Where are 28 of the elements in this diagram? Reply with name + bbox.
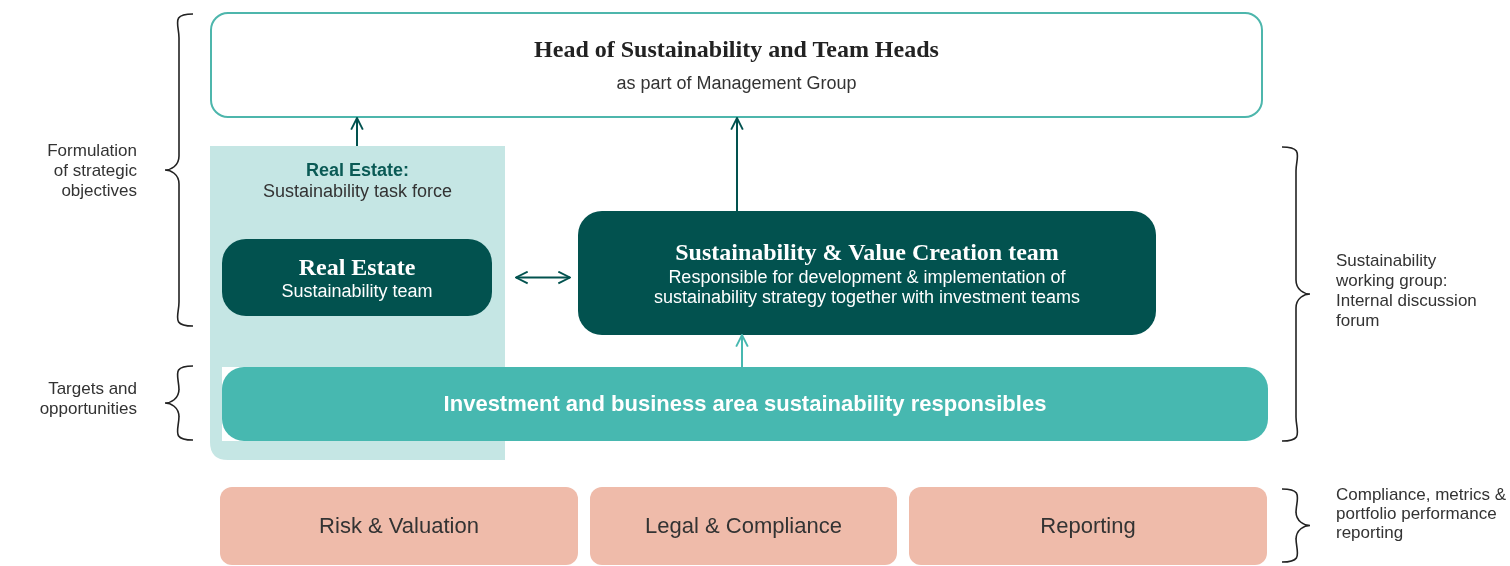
management-box	[210, 12, 1263, 118]
box-title: Sustainability & Value Creation team	[675, 239, 1059, 267]
team-box	[578, 211, 1156, 335]
box-description: Sustainability team	[281, 281, 433, 302]
arrow	[515, 270, 571, 285]
panel-subtitle: Sustainability task force	[262, 180, 453, 202]
arrow	[730, 117, 744, 212]
team-box	[222, 239, 492, 316]
box-title: Head of Sustainability and Team Heads	[534, 35, 939, 64]
bracket-note: Targets and opportunities	[38, 379, 137, 419]
box-subtitle: as part of Management Group	[616, 73, 857, 95]
function-box	[909, 487, 1267, 565]
panel-heading: Real Estate:	[305, 160, 409, 181]
box-title: Investment and business area sustainability responsibles	[443, 391, 1047, 417]
box-title: Legal & Compliance	[645, 513, 842, 539]
task-force-panel	[210, 146, 505, 367]
arrow	[350, 117, 364, 147]
responsibles-bar	[222, 367, 1268, 441]
box-title: Real Estate	[298, 253, 416, 282]
box-title: Risk & Valuation	[319, 513, 479, 539]
arrow	[735, 334, 749, 368]
function-box	[220, 487, 578, 565]
bracket-note: Sustainability working group: Internal discussion forum	[1336, 251, 1478, 331]
box-description: Responsible for development & implementation of sustainability strategy together with investment teams	[652, 266, 1082, 307]
function-box	[590, 487, 897, 565]
bracket-note: Compliance, metrics & portfolio performance reporting	[1336, 485, 1508, 542]
bracket-note: Formulation of strategic objectives	[46, 141, 137, 201]
box-title: Reporting	[1040, 513, 1136, 539]
